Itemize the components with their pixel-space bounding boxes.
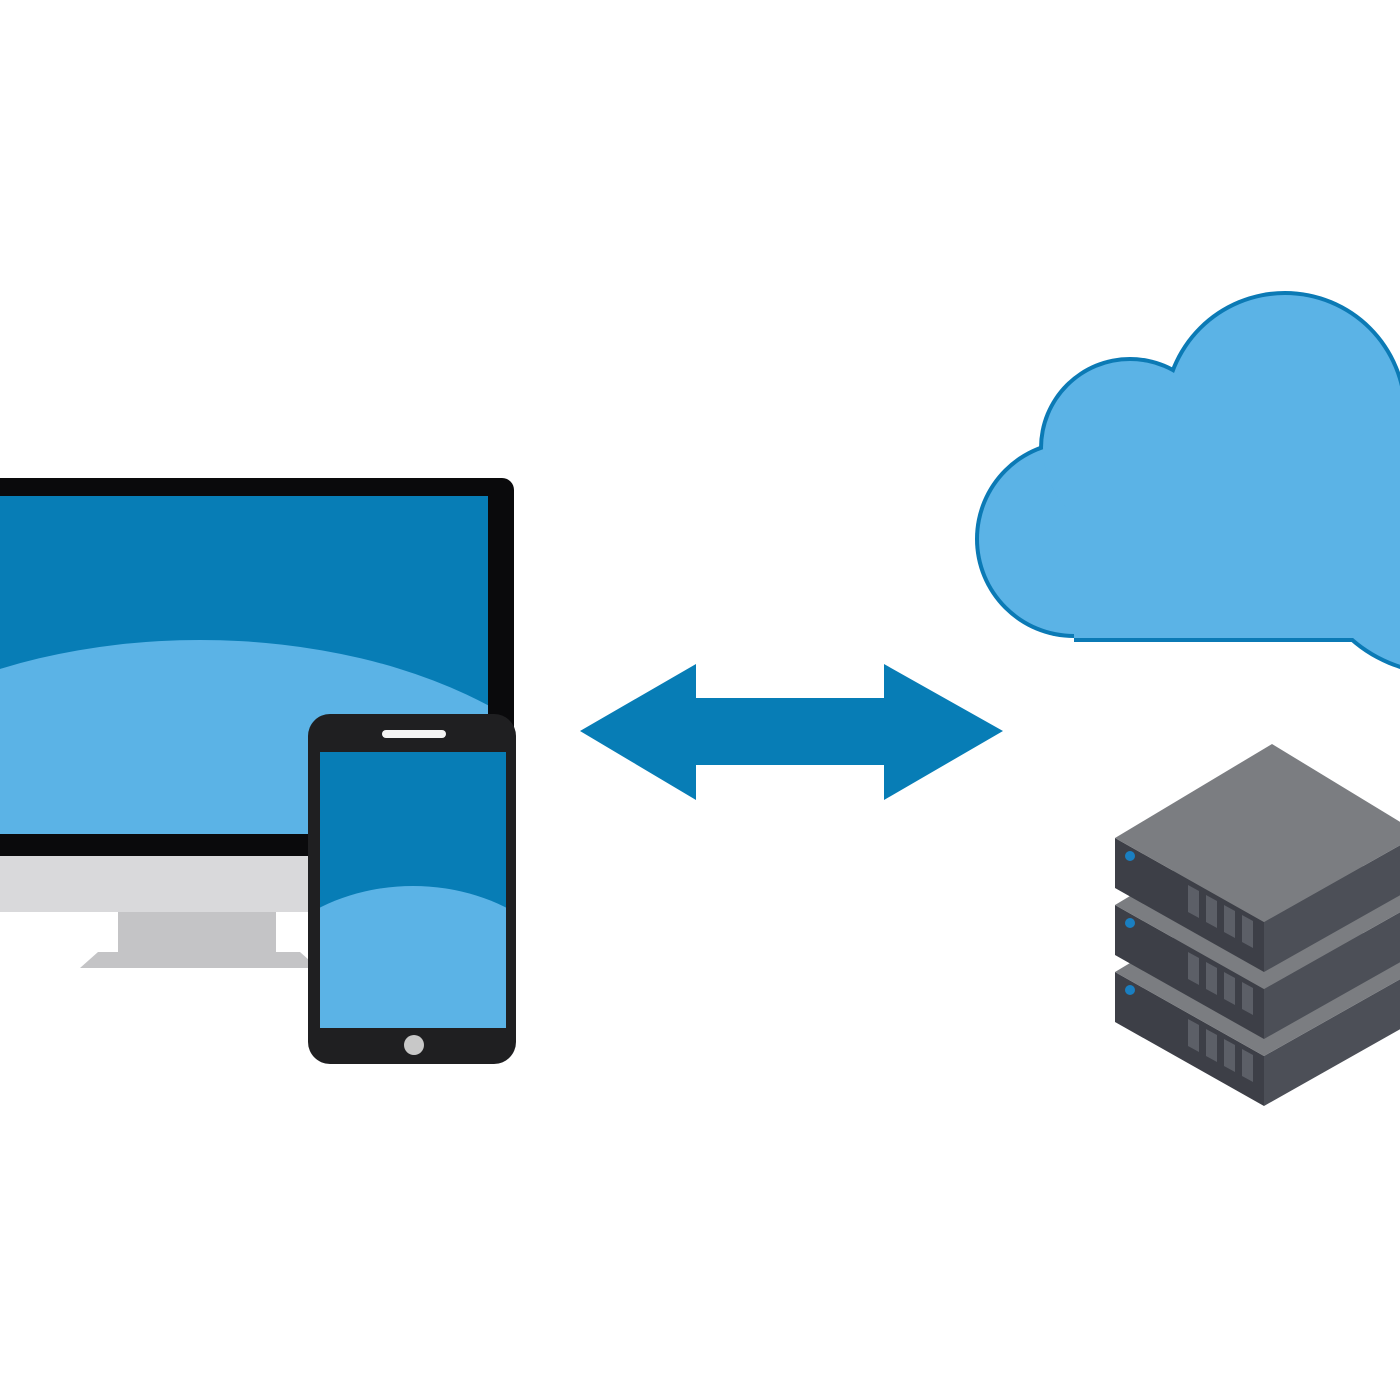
- server-led: [1125, 851, 1135, 861]
- server-vents: [1188, 952, 1253, 1015]
- server-vents: [1188, 885, 1253, 948]
- server-unit-1: [1115, 744, 1400, 972]
- phone-home-button: [404, 1035, 424, 1055]
- smartphone-icon: [308, 714, 516, 1064]
- server-led: [1125, 985, 1135, 995]
- phone-screen: [320, 752, 506, 1028]
- bidirectional-arrow-icon: [580, 664, 1003, 800]
- server-vents: [1188, 1019, 1253, 1082]
- server-led: [1125, 918, 1135, 928]
- cloud-icon: [975, 291, 1400, 669]
- phone-speaker: [382, 730, 446, 738]
- server-stack-icon: [1115, 744, 1400, 1106]
- phone-screen-wave: [320, 886, 506, 1028]
